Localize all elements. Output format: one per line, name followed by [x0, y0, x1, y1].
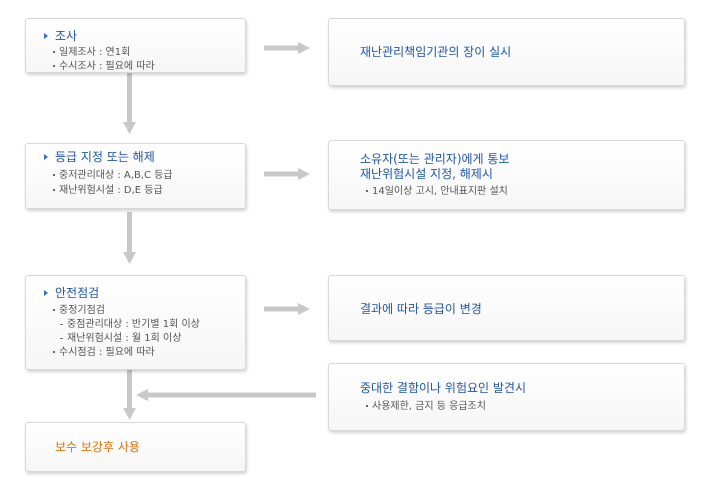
right-arrow-1-shaft	[264, 45, 300, 51]
survey-item-2: 수시조사 : 필요에 따라	[53, 61, 155, 73]
left-arrow-head	[136, 389, 148, 401]
inspection-box	[25, 275, 246, 370]
critical-defect-title: 중대한 결함이나 위험요인 발견시	[360, 381, 527, 395]
down-arrow-1-head	[123, 122, 136, 134]
right-arrow-3-head	[298, 303, 310, 315]
right-arrow-1-head	[298, 42, 310, 54]
owner-notice-item: 14일이상 고시, 안내표지판 설치	[366, 186, 508, 198]
inspection-bullet-icon	[44, 290, 48, 296]
responsible-agency-box	[328, 18, 685, 86]
final-title: 보수 보강후 사용	[55, 440, 140, 454]
right-arrow-2-head	[298, 168, 310, 180]
inspection-item-adhoc: 수시점검 : 필요에 따라	[53, 347, 155, 359]
grade-item-2: 재난위험시설 : D,E 등급	[53, 185, 163, 197]
critical-defect-item: 사용제한, 금지 등 응급조치	[366, 401, 486, 413]
down-arrow-2-head	[123, 252, 136, 264]
survey-box	[25, 18, 246, 73]
down-arrow-3-shaft	[127, 370, 132, 410]
survey-bullet-icon	[44, 33, 48, 39]
grade-item-1: 중저관리대상 : A,B,C 등급	[53, 170, 173, 182]
owner-notice-box	[328, 140, 685, 210]
inspection-item-regular: 중정기점검	[53, 305, 105, 317]
grade-change-text: 결과에 따라 등급이 변경	[360, 302, 482, 316]
survey-item-1: 일제조사 : 연1회	[53, 47, 130, 59]
inspection-subitem-1: 중점관리대상 : 반기별 1회 이상	[60, 319, 200, 331]
inspection-subitem-2: 재난위험시설 : 월 1회 이상	[60, 333, 181, 345]
critical-defect-box	[328, 363, 685, 431]
grade-box	[25, 143, 246, 209]
down-arrow-3-head	[123, 408, 136, 420]
right-arrow-3-shaft	[264, 306, 300, 312]
left-arrow-shaft	[146, 392, 316, 398]
grade-bullet-icon	[44, 154, 48, 160]
owner-notice-line2: 재난위험시설 지정, 해제시	[360, 167, 493, 181]
right-arrow-2-shaft	[264, 171, 300, 177]
grade-change-box	[328, 275, 685, 341]
owner-notice-line1: 소유자(또는 관리자)에게 통보	[360, 152, 510, 166]
final-box	[25, 422, 246, 472]
down-arrow-2-shaft	[127, 212, 132, 254]
responsible-agency-text: 재난관리책임기관의 장이 실시	[360, 45, 512, 59]
inspection-title: 안전점검	[55, 286, 100, 300]
grade-title: 등급 지정 또는 해제	[55, 150, 155, 164]
survey-title: 조사	[55, 29, 78, 43]
down-arrow-1-shaft	[127, 72, 132, 124]
